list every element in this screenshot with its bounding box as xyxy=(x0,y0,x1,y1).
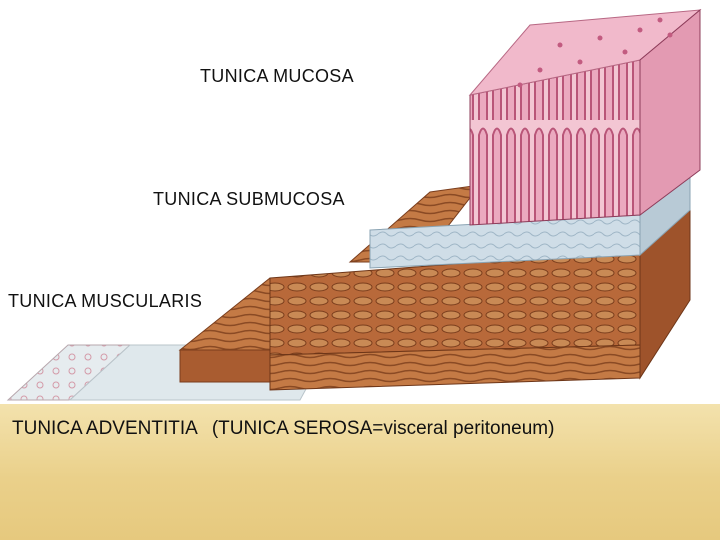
caption: TUNICA ADVENTITIA (TUNICA SEROSA=visceral… xyxy=(12,418,568,440)
label-tunica-adventitia: TUNICA ADVENTITIA xyxy=(12,418,198,439)
label-tunica-muscularis: TUNICA MUSCULARIS xyxy=(8,291,203,311)
label-tunica-submucosa: TUNICA SUBMUCOSA xyxy=(153,189,345,209)
label-tunica-serosa: (TUNICA SEROSA=visceral peritoneum) xyxy=(211,418,555,439)
label-tunica-mucosa: TUNICA MUCOSA xyxy=(200,66,354,86)
caption-band xyxy=(0,404,720,540)
mucosa-layer xyxy=(468,8,702,226)
